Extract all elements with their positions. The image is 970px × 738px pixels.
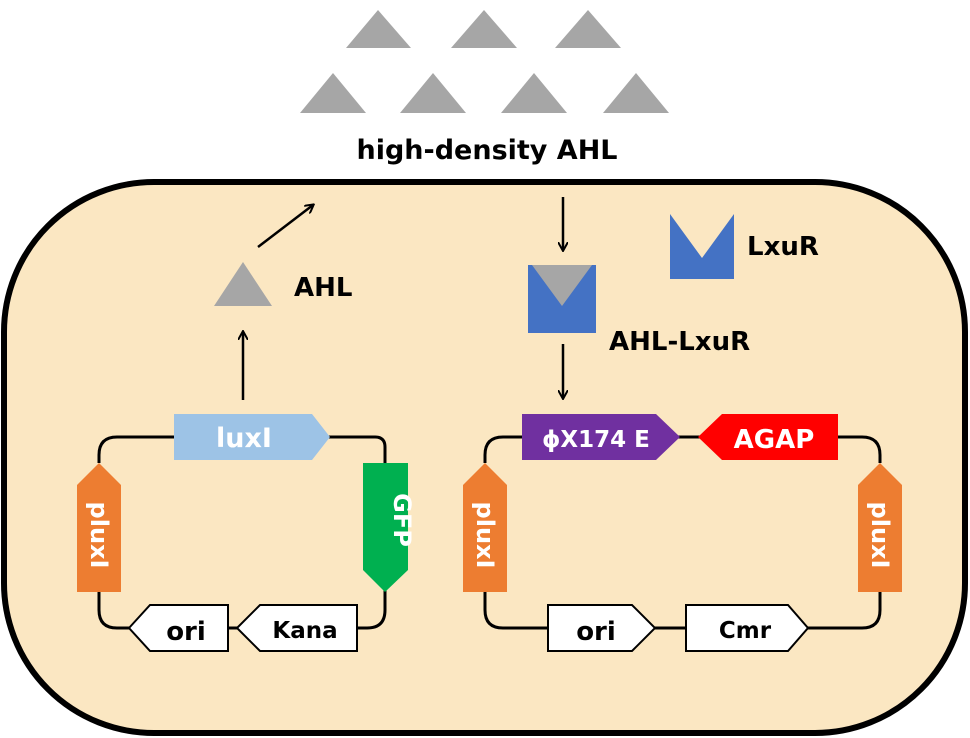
lxur-receptor: [670, 214, 734, 279]
svg-text:ori: ori: [576, 617, 616, 647]
right-ori: ori: [547, 604, 657, 652]
svg-text:ori: ori: [166, 617, 206, 647]
ahl-molecule: [300, 73, 366, 113]
ahl-molecule: [555, 10, 621, 48]
ahl-lxur-label: AHL-LxuR: [609, 327, 750, 357]
agap-gene: AGAP: [698, 414, 838, 460]
ahl-molecule: [451, 10, 517, 48]
ahl-molecule: [346, 10, 411, 48]
extracellular-ahl-cluster: [300, 10, 669, 113]
phix174-e-gene: ϕX174 E: [522, 414, 680, 460]
ahl-molecule: [400, 73, 466, 113]
left-ori: ori: [127, 604, 229, 652]
cmr-gene: Cmr: [685, 604, 810, 652]
svg-text:Kana: Kana: [272, 618, 337, 644]
high-density-ahl-label: high-density AHL: [356, 135, 617, 166]
gfp-gene: GFP: [363, 463, 416, 592]
ahl-export-arrow: [257, 205, 313, 248]
luxi-gene: luxI: [174, 414, 330, 460]
ahl-lxur-complex: [528, 265, 596, 333]
ahl-label: AHL: [294, 273, 352, 303]
right-pluxi-promoter-left: pluxI: [463, 463, 507, 592]
svg-text:luxI: luxI: [216, 423, 272, 454]
ahl-molecule: [501, 73, 567, 113]
svg-text:GFP: GFP: [388, 493, 416, 547]
svg-text:pluxI: pluxI: [471, 502, 499, 569]
svg-text:pluxI: pluxI: [866, 502, 894, 569]
left-plasmid-backbone: [97, 435, 387, 630]
svg-text:AGAP: AGAP: [734, 425, 815, 455]
ahl-molecule-intracellular: [214, 262, 272, 306]
svg-text:pluxI: pluxI: [85, 502, 113, 569]
ahl-molecule: [603, 73, 669, 113]
kana-gene: Kana: [235, 604, 358, 652]
right-plasmid-backbone: [483, 435, 882, 630]
svg-text:Cmr: Cmr: [719, 618, 772, 644]
svg-text:ϕX174 E: ϕX174 E: [542, 427, 650, 453]
right-pluxi-promoter-right: pluxI: [858, 463, 902, 592]
lxur-label: LxuR: [747, 232, 819, 262]
left-pluxi-promoter: pluxI: [77, 463, 121, 592]
